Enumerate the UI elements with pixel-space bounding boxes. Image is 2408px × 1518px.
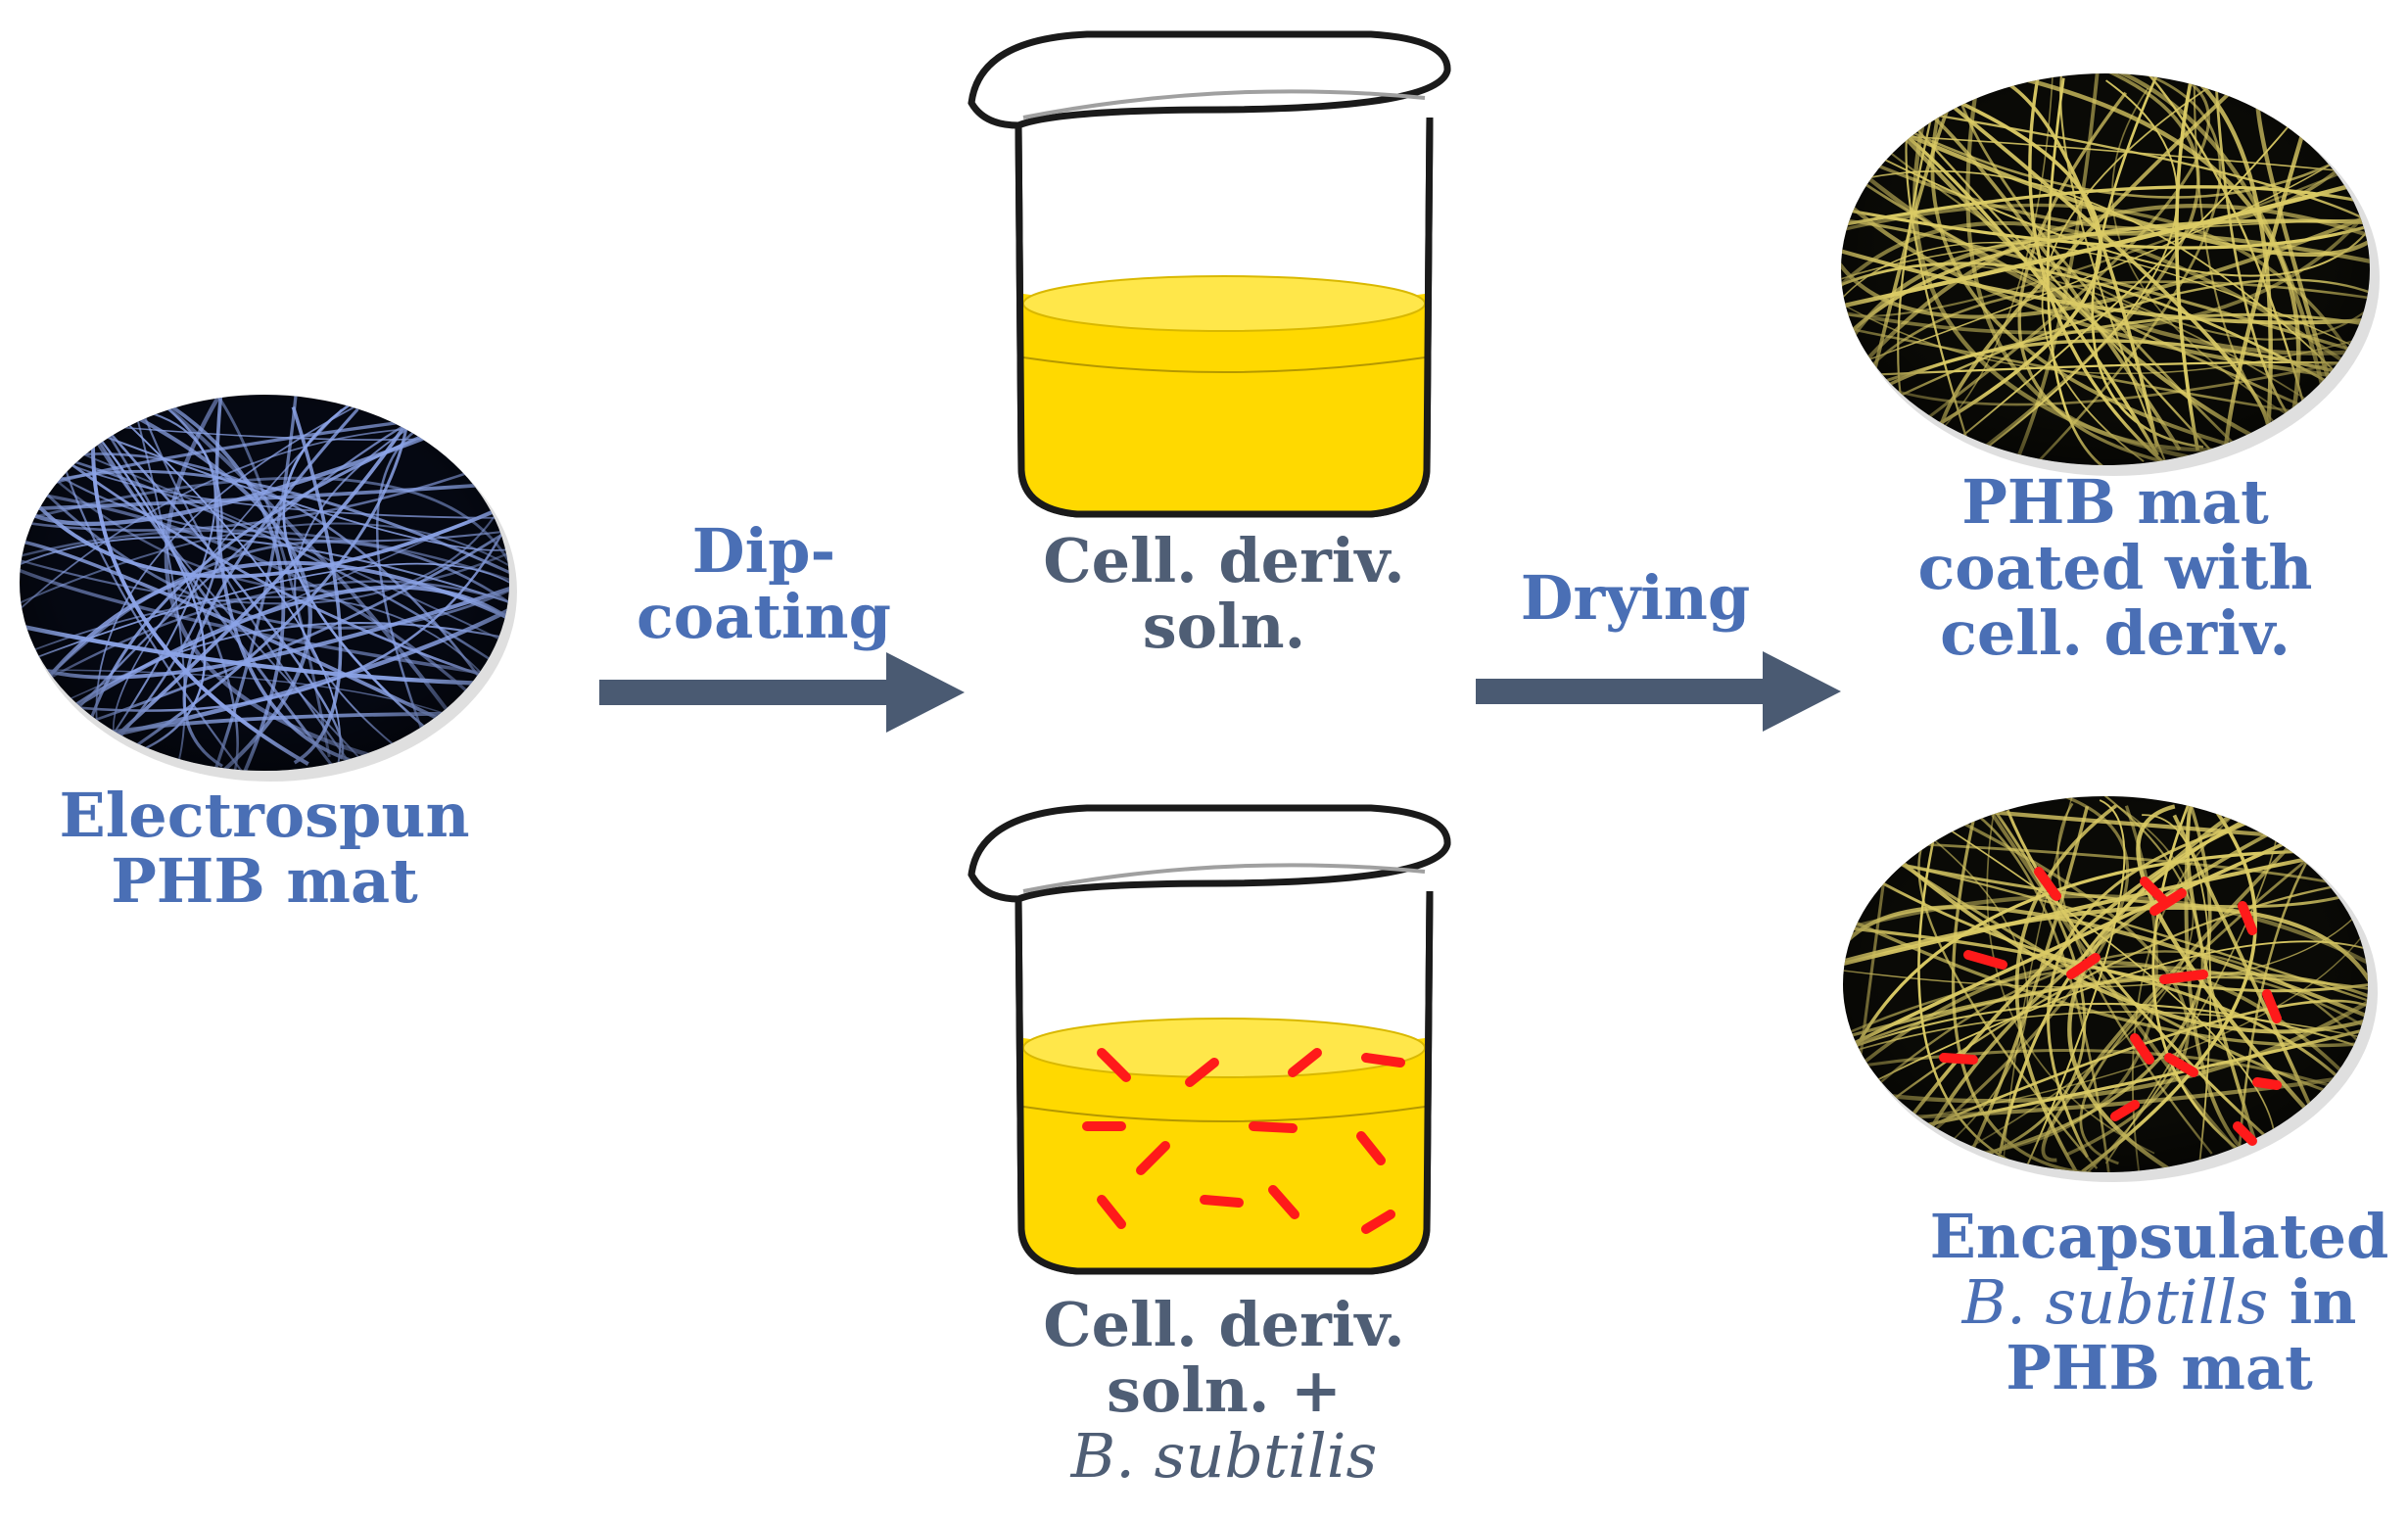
dip-coating-arrow bbox=[599, 652, 965, 733]
result-bottom-label: Encapsulated B. subtills in PHB mat bbox=[1919, 1201, 2399, 1403]
beaker-top-label-line2: soln. bbox=[1142, 590, 1306, 662]
result-top-line2: coated with bbox=[1917, 531, 2313, 603]
bacterium-rod bbox=[1200, 1195, 1244, 1208]
beaker-bottom-label: Cell. deriv. soln. + B. subtilis bbox=[989, 1289, 1459, 1492]
electrospun-mat-image bbox=[20, 395, 517, 782]
result-bottom-line1: Encapsulated bbox=[1929, 1201, 2389, 1272]
result-bottom-species: B. subtills bbox=[1961, 1265, 2269, 1338]
bacterium-rod bbox=[2066, 953, 2101, 979]
dip-coating-line2: coating bbox=[637, 580, 891, 652]
bacterium-rod bbox=[1361, 1053, 1405, 1067]
bacterium-rod bbox=[1356, 1131, 1386, 1165]
bacterium-rod bbox=[2159, 970, 2208, 984]
bacterium-rod bbox=[2149, 888, 2187, 916]
result-top-line1: PHB mat bbox=[1961, 466, 2269, 538]
beaker-bottom-line1: Cell. deriv. bbox=[1043, 1289, 1405, 1360]
drying-arrow bbox=[1476, 651, 1841, 732]
bacterium-rod bbox=[1963, 950, 2007, 970]
result-top-line3: cell. deriv. bbox=[1940, 596, 2290, 669]
beaker-top-label: Cell. deriv. soln. bbox=[989, 525, 1459, 662]
beaker-bottom bbox=[968, 804, 1451, 1275]
beaker-top bbox=[968, 30, 1451, 518]
drying-label-text: Drying bbox=[1520, 562, 1751, 634]
bacterium-rod bbox=[2233, 1121, 2257, 1146]
bacterium-rod bbox=[2140, 877, 2169, 906]
bacterium-rod bbox=[2238, 901, 2257, 935]
bacterium-rod bbox=[1288, 1048, 1322, 1077]
beaker-bottom-line2: soln. + bbox=[1106, 1353, 1342, 1426]
drying-label: Drying bbox=[1488, 562, 1782, 634]
bacterium-rod bbox=[1939, 1053, 1978, 1065]
result-bottom-line3: PHB mat bbox=[2006, 1331, 2313, 1403]
encapsulated-mat-image bbox=[1843, 796, 2378, 1182]
beaker-bottom-line3: B. subtilis bbox=[1070, 1419, 1378, 1492]
bacterium-rod bbox=[2262, 989, 2282, 1023]
bacterium-rod bbox=[2034, 867, 2061, 901]
dip-coating-label: Dip- coating bbox=[617, 515, 911, 652]
bacterium-rod bbox=[2164, 1053, 2198, 1077]
result-bottom-line2: B. subtills in bbox=[1919, 1269, 2399, 1336]
bacterium-rod bbox=[1249, 1121, 1298, 1133]
dip-coating-line1: Dip- bbox=[691, 515, 836, 587]
start-label-line2: PHB mat bbox=[111, 844, 418, 917]
bacterium-rod bbox=[2110, 1100, 2140, 1121]
beaker-top-label-line1: Cell. deriv. bbox=[1043, 525, 1405, 596]
bacterium-rod bbox=[1097, 1195, 1126, 1229]
result-top-label: PHB mat coated with cell. deriv. bbox=[1861, 466, 2370, 669]
bacterium-rod bbox=[1185, 1058, 1219, 1087]
bacterium-rod bbox=[1097, 1048, 1131, 1082]
bacterium-rod bbox=[1136, 1141, 1170, 1175]
coated-mat-image bbox=[1841, 73, 2380, 476]
start-label-line1: Electrospun bbox=[59, 780, 470, 851]
start-label: Electrospun PHB mat bbox=[39, 783, 490, 915]
result-bottom-in: in bbox=[2268, 1265, 2357, 1338]
bacterium-rod bbox=[2252, 1077, 2282, 1090]
bacterium-rod bbox=[2130, 1033, 2154, 1065]
bacterium-rod bbox=[1361, 1210, 1395, 1234]
bacterium-rod bbox=[1268, 1185, 1299, 1219]
